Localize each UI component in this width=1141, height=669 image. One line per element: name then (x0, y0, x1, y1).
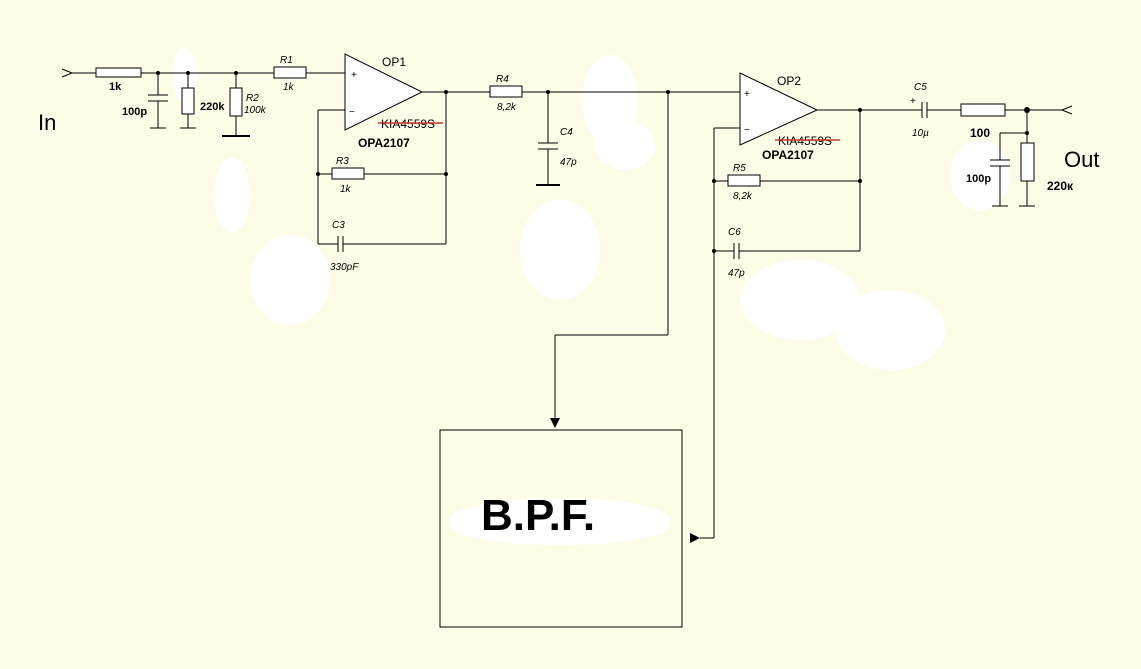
input-label: In (38, 110, 56, 135)
c6-value: 47p (728, 268, 745, 279)
c4-value: 47p (560, 157, 577, 168)
op1-chip: OPA2107 (358, 136, 410, 150)
erased-areas (173, 47, 1010, 542)
r5-value: 8,2k (733, 191, 753, 202)
op2-amplifier: + − OP2 KIA4559S OPA2107 R5 8,2k C6 47p (690, 72, 922, 543)
r5-resistor (727, 174, 761, 187)
c3-name: C3 (332, 220, 345, 231)
svg-text:+: + (351, 70, 357, 81)
bpf-block: B.P.F. (439, 429, 683, 628)
c5-value: 10µ (912, 128, 929, 139)
op1-amplifier: + − OP1 KIA4559S OPA2107 R3 1k C3 330pF (316, 53, 490, 273)
c5-plus: + (910, 96, 916, 107)
op1-struck-part: KIA4559S (381, 117, 435, 131)
r4-c4-network: R4 8,2k C4 47p (489, 74, 740, 428)
input-section: 1k 100p 220k R2 100k R1 1k In (38, 55, 345, 137)
svg-text:−: − (744, 125, 750, 136)
r2-value: 100k (244, 105, 267, 116)
r4-resistor (489, 85, 523, 98)
output-section: + C5 10µ 100 100p 220к Out (910, 82, 1099, 207)
input-resistor (95, 67, 142, 78)
input-resistor2-value: 220k (200, 101, 225, 113)
r5-name: R5 (733, 163, 746, 174)
bpf-label: B.P.F. (481, 491, 595, 540)
input-resistor-value: 1k (109, 81, 122, 93)
r1-value: 1k (283, 82, 295, 93)
r2-name: R2 (246, 93, 259, 104)
op1-label: OP1 (382, 55, 406, 69)
r3-resistor (331, 167, 365, 180)
input-cap-value: 100p (122, 106, 147, 118)
output-cap-value: 100p (966, 173, 991, 185)
svg-text:+: + (744, 89, 750, 100)
op2-label: OP2 (777, 74, 801, 88)
r1-resistor (273, 66, 307, 79)
c5-name: C5 (914, 82, 927, 93)
r1-name: R1 (280, 55, 293, 66)
output-resistor2-value: 220к (1047, 179, 1074, 193)
output-label: Out (1064, 147, 1099, 172)
c3-value: 330pF (330, 262, 359, 273)
r3-value: 1k (340, 184, 352, 195)
r3-name: R3 (336, 156, 349, 167)
r4-value: 8,2k (497, 102, 517, 113)
op2-chip: OPA2107 (762, 148, 814, 162)
c6-name: C6 (728, 227, 741, 238)
r4-name: R4 (496, 74, 509, 85)
svg-text:−: − (349, 107, 355, 118)
c4-name: C4 (560, 127, 573, 138)
output-resistor-value: 100 (970, 126, 990, 140)
op2-struck-part: KIA4559S (778, 134, 832, 148)
output-resistor (960, 103, 1006, 117)
